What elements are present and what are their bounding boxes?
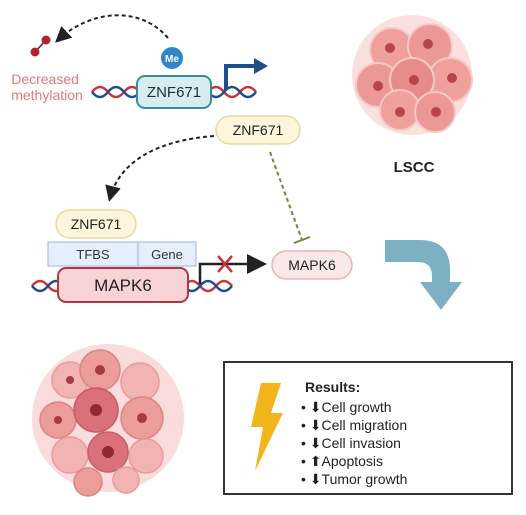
znf671-bound-protein bbox=[55, 209, 137, 239]
tfbs-box bbox=[47, 241, 139, 267]
lightning-icon bbox=[251, 383, 283, 471]
mapk6-gene-label: MAPK6 bbox=[94, 276, 152, 295]
blocked-transcription-icon bbox=[198, 254, 267, 284]
transcription-arrow-icon bbox=[224, 58, 268, 90]
methyl-group-icon bbox=[30, 35, 51, 57]
znf671-gene-box bbox=[136, 75, 212, 109]
decreased-methylation-label: Decreased methylation bbox=[11, 71, 83, 103]
results-title: Results: bbox=[305, 379, 361, 395]
binding-arrow bbox=[105, 135, 215, 202]
down-arrow-icon: ⬇ bbox=[309, 399, 322, 415]
tumor-tissue-icon bbox=[32, 344, 184, 497]
down-arrow-icon: ⬇ bbox=[309, 471, 322, 487]
result-item: • ⬇Cell invasion bbox=[301, 435, 401, 451]
znf671-gene-label: ZNF671 bbox=[147, 84, 201, 101]
result-item: • ⬇Cell migration bbox=[301, 417, 408, 433]
gene-box bbox=[137, 241, 197, 267]
inhibition-line bbox=[269, 151, 311, 244]
down-curved-arrow-icon bbox=[385, 240, 462, 310]
tfbs-label: TFBS bbox=[76, 247, 110, 262]
result-item: • ⬇Cell growth bbox=[301, 399, 392, 415]
znf671-protein-top bbox=[215, 115, 301, 145]
znf671-protein-top-label: ZNF671 bbox=[233, 122, 284, 138]
znf671-bound-label: ZNF671 bbox=[71, 216, 122, 232]
down-arrow-icon: ⬇ bbox=[309, 417, 322, 433]
mapk6-gene-box bbox=[57, 267, 189, 303]
results-box: Results: • ⬇Cell growth • ⬇Cell migratio… bbox=[223, 361, 513, 495]
result-item: • ⬇Tumor growth bbox=[301, 471, 408, 487]
mapk6-protein-label: MAPK6 bbox=[288, 257, 336, 273]
lscc-label: LSCC bbox=[394, 159, 435, 176]
svg-text:Me: Me bbox=[165, 54, 179, 65]
up-arrow-icon: ⬆ bbox=[309, 453, 322, 469]
gene-label: Gene bbox=[151, 247, 183, 262]
dna-strand-top bbox=[91, 85, 257, 99]
mapk6-protein bbox=[271, 250, 353, 280]
lscc-cell-cluster-icon bbox=[352, 15, 473, 135]
me-icon: Me bbox=[161, 47, 183, 69]
down-arrow-icon: ⬇ bbox=[309, 435, 322, 451]
result-item: • ⬆Apoptosis bbox=[301, 453, 384, 469]
demethylation-arrow bbox=[55, 14, 169, 43]
results-list: • ⬇Cell growth • ⬇Cell migration • ⬇Cell… bbox=[301, 398, 407, 488]
